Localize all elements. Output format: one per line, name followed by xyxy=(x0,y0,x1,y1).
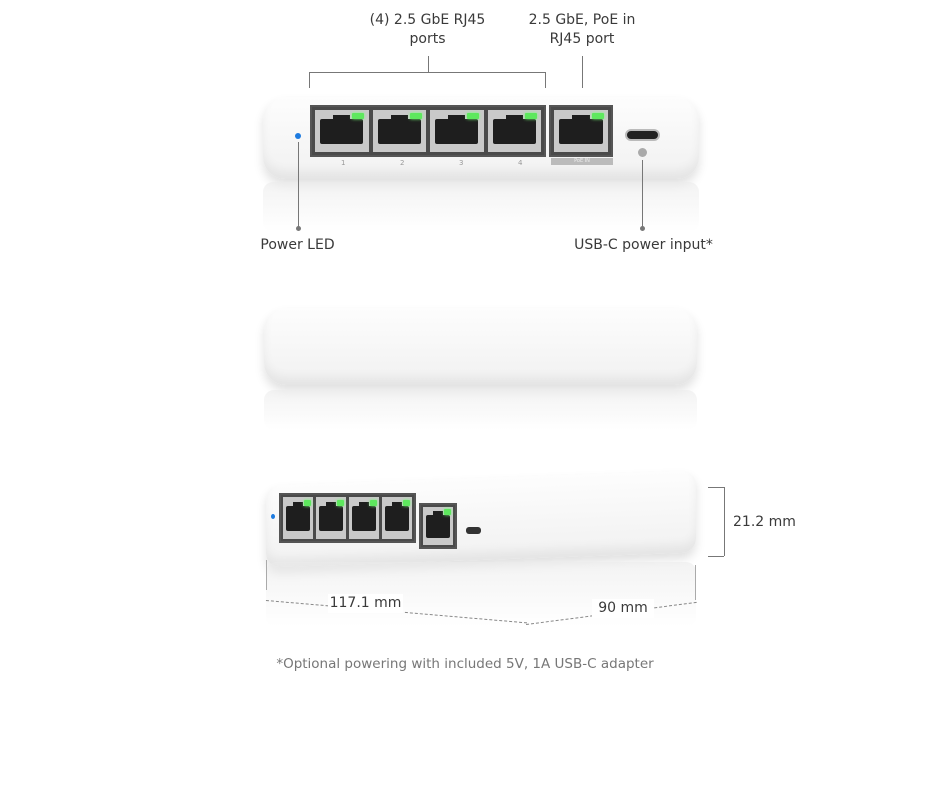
poe-port xyxy=(549,105,613,157)
rj45-port-3 xyxy=(430,110,484,152)
power-icon xyxy=(638,148,647,157)
port-number: 2 xyxy=(400,159,405,167)
port-number: 4 xyxy=(518,159,523,167)
label-power-led: Power LED xyxy=(260,237,335,253)
rj45-port-4 xyxy=(487,110,541,152)
rj45-port-1 xyxy=(315,110,369,152)
rj45-port-2 xyxy=(372,110,426,152)
dimension-width: 117.1 mm xyxy=(328,594,403,613)
usb-c-leader xyxy=(642,160,643,228)
dimension-depth: 90 mm xyxy=(592,599,654,618)
poe-port xyxy=(419,503,457,549)
label-poe-port: 2.5 GbE, PoE in RJ45 port xyxy=(528,12,636,47)
switch-back-view xyxy=(264,308,697,385)
port-number: 3 xyxy=(459,159,464,167)
ports-bracket-left xyxy=(309,72,310,88)
port-group xyxy=(279,493,416,543)
label-ports: (4) 2.5 GbE RJ45 ports xyxy=(369,12,486,47)
ports-bracket xyxy=(309,72,546,73)
poe-tag: PoE IN xyxy=(551,158,613,165)
ports-leader xyxy=(428,56,429,72)
height-bracket xyxy=(724,487,725,556)
dimension-height: 21.2 mm xyxy=(733,514,796,530)
usb-c-port xyxy=(466,527,481,534)
poe-leader xyxy=(582,56,583,88)
ports-bracket-right xyxy=(545,72,546,88)
power-led xyxy=(295,133,301,139)
footnote: *Optional powering with included 5V, 1A … xyxy=(276,656,654,672)
usb-c-port xyxy=(625,129,660,141)
port-group xyxy=(310,105,546,157)
power-led-leader xyxy=(298,142,299,228)
label-usb-c: USB-C power input* xyxy=(574,237,713,253)
port-number: 1 xyxy=(341,159,346,167)
power-led xyxy=(271,514,275,519)
